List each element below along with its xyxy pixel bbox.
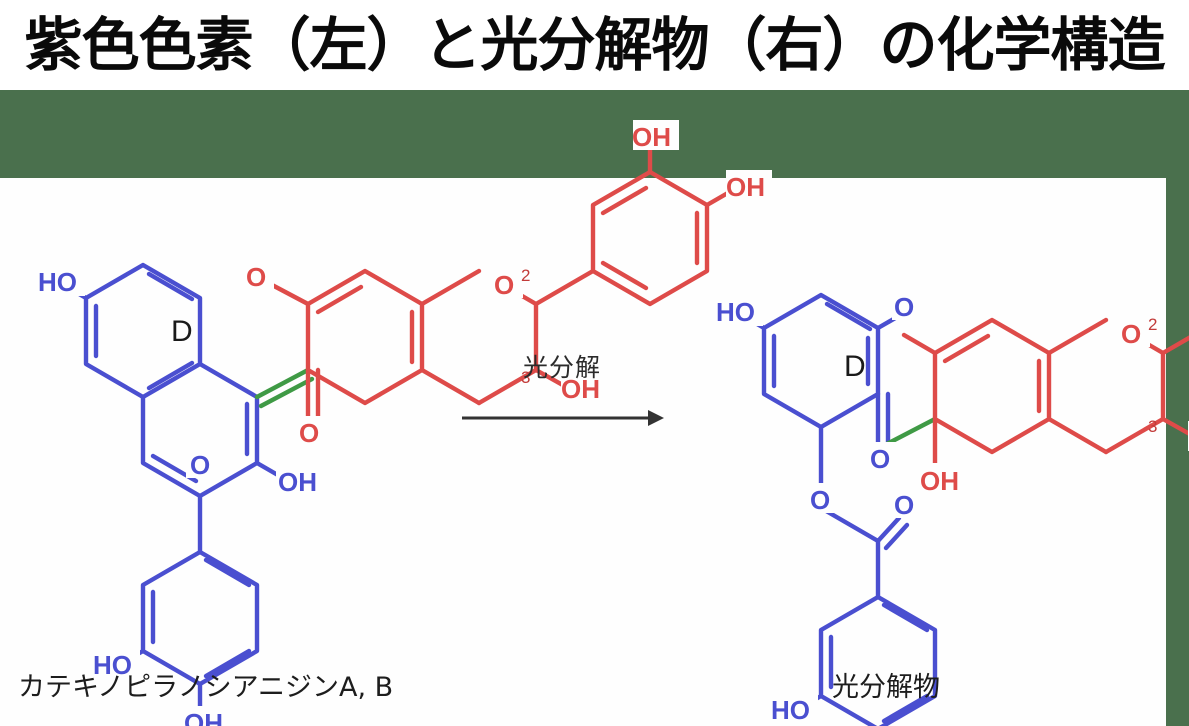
page-title: 紫色色素（左）と光分解物（右）の化学構造 [24,11,1165,79]
label-ho-1: HO [38,267,77,297]
title-band: 紫色色素（左）と光分解物（右）の化学構造 [0,0,1189,90]
label-oh-c3blue: OH [278,467,317,497]
label-ho-2: HO [771,695,810,725]
label-oh-phenol: OH [920,466,959,496]
caption-right: 光分解物 [832,672,940,703]
right-blue-skeleton [735,292,938,726]
label-o-pyran: O [494,270,514,300]
reaction-arrow-icon [462,410,664,426]
label-ring-d: D [844,350,866,383]
label-ho-2: HO [93,650,132,680]
arrow-label: 光分解 [522,353,601,382]
label-o-ketone: O [870,444,890,474]
label-oh-2: OH [184,708,223,726]
label-position-2: 2 [521,266,530,285]
label-o-aryl-ether: O [894,292,914,322]
label-position-2: 2 [1148,315,1157,334]
label-o-pyranone: O [190,450,210,480]
reaction-arrow-zone: 光分解 [452,348,672,458]
label-o-pyran-link: O [246,262,266,292]
right-green-linker-bond [880,416,938,449]
label-ring-d: D [171,315,193,348]
label-oh-b2: OH [726,172,765,202]
caption-left: カテキノピラノシアニジンA, B [18,672,394,703]
molecule-left-catechinopyranocyanidin: HO O OH HO OH D O O O [8,120,772,726]
label-position-3: 3 [521,368,530,387]
right-atom-labels: HO O O O O HO OH D OH [716,290,1189,725]
label-o-pyran: O [1121,319,1141,349]
left-atom-labels: HO O OH HO OH D O O O [38,120,772,726]
label-o-ester-carbonyl: O [894,490,914,520]
label-position-3: 3 [1148,417,1157,436]
left-blue-skeleton [57,262,286,715]
label-ho-1: HO [716,297,755,327]
label-oh-b1: OH [632,122,671,152]
left-green-linker-bond [254,367,315,409]
molecule-right-photodegradant: HO O O O O HO OH D OH [686,178,1189,726]
label-o-ketone: O [299,418,319,448]
label-o-ester-link: O [810,485,830,515]
figure-panel: HO O OH HO OH D O O O [0,120,1189,726]
label-oh-c3red: OH [561,374,600,404]
